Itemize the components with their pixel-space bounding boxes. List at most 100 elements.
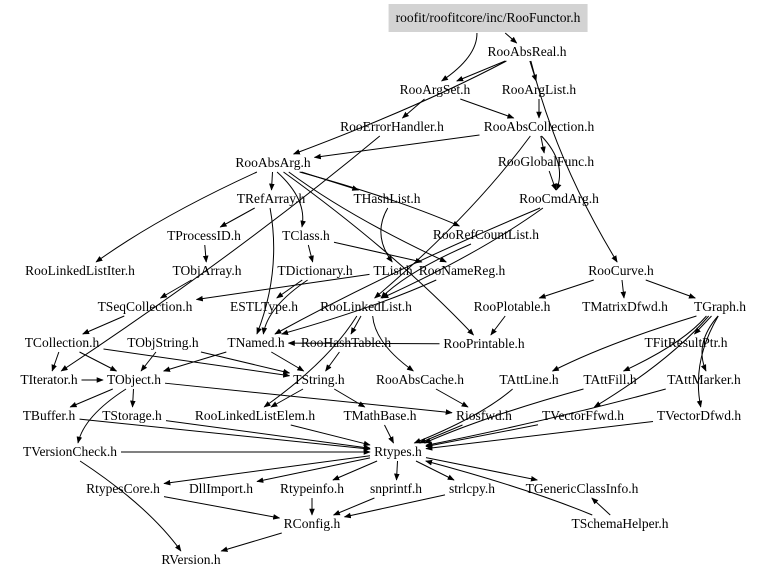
node-rtypeinfo[interactable]: Rtypeinfo.h	[279, 481, 345, 496]
node-tgraph[interactable]: TGraph.h	[693, 299, 747, 314]
edge-roocmdarg-to-roolinkedlist	[381, 207, 544, 299]
node-roolinkedlistelem[interactable]: RooLinkedListElem.h	[194, 408, 316, 423]
node-rversion[interactable]: RVersion.h	[161, 552, 221, 567]
edge-tattmarker-to-rtypes	[425, 388, 666, 447]
node-tseqcollection[interactable]: TSeqCollection.h	[97, 299, 193, 314]
node-tschemahelper[interactable]: TSchemaHelper.h	[571, 516, 669, 531]
edge-rtypes-to-rtypeinfo	[332, 460, 378, 481]
node-rooglobalfunc[interactable]: RooGlobalFunc.h	[497, 154, 595, 169]
node-rooabsreal[interactable]: RooAbsReal.h	[487, 44, 567, 59]
node-roolinkedlistiter[interactable]: RooLinkedListIter.h	[25, 263, 135, 278]
node-roohashtable[interactable]: RooHashTable.h	[300, 335, 392, 350]
node-estltype[interactable]: ESTLType.h	[230, 299, 298, 314]
edge-rooabsreal-to-rooargset	[456, 60, 506, 82]
node-tobjarray[interactable]: TObjArray.h	[172, 263, 242, 278]
node-root[interactable]: roofit/roofitcore/inc/RooFunctor.h	[388, 4, 588, 32]
node-tnamed[interactable]: TNamed.h	[227, 335, 285, 350]
node-rooarglist[interactable]: RooArgList.h	[501, 82, 577, 97]
edge-tbuffer-to-rtypes	[79, 418, 371, 452]
edge-tgraph-to-tfitresultptr	[694, 315, 712, 335]
edge-rconfig-to-rversion	[220, 532, 282, 552]
node-tclass[interactable]: TClass.h	[282, 228, 330, 243]
node-tvectorffwd[interactable]: TVectorFfwd.h	[541, 408, 625, 423]
edge-roolinkedlist-to-roolinkedlistelem	[263, 315, 358, 408]
node-tstorage[interactable]: TStorage.h	[102, 408, 162, 423]
node-rooplotable[interactable]: RooPlotable.h	[473, 299, 551, 314]
node-tmathbase[interactable]: TMathBase.h	[343, 408, 417, 423]
edge-tmathbase-to-rtypes	[384, 424, 394, 444]
edge-rooabsarg-to-roonamereg	[288, 171, 447, 263]
edge-riosfwd-to-rtypes	[418, 424, 463, 444]
node-rconfig[interactable]: RConfig.h	[283, 516, 341, 531]
node-titerator[interactable]: TIterator.h	[20, 372, 78, 387]
edge-tobjstring-to-tobject	[140, 351, 157, 372]
edge-thashlist-to-tlist	[380, 207, 393, 263]
edge-tstring-to-roolinkedlistelem	[270, 388, 304, 408]
node-roonamereg[interactable]: RooNameReg.h	[418, 263, 506, 278]
edge-tobject-to-tbuffer	[69, 388, 113, 408]
edge-tstorage-to-rtypes	[165, 420, 371, 451]
edge-tobject-to-riosfwd	[164, 382, 453, 415]
node-rooerrorhandler[interactable]: RooErrorHandler.h	[340, 119, 444, 134]
node-snprintf[interactable]: snprintf.h	[369, 481, 423, 496]
node-tattfill[interactable]: TAttFill.h	[583, 372, 637, 387]
edge-roolinkedlist-to-roohashtable	[350, 315, 362, 335]
edge-tgraph-to-tattmarker	[700, 315, 719, 372]
edge-tclass-to-tdictionary	[307, 244, 314, 263]
node-dllimport[interactable]: DllImport.h	[188, 481, 254, 496]
node-roocurve[interactable]: RooCurve.h	[588, 263, 654, 278]
edge-rtypes-to-tgenericclassinfo	[425, 457, 538, 482]
node-tprocessid[interactable]: TProcessID.h	[167, 228, 241, 243]
edge-roocurve-to-tmatrixdfwd	[620, 279, 627, 299]
node-tvectordfwd[interactable]: TVectorDfwd.h	[656, 408, 742, 423]
node-tbuffer[interactable]: TBuffer.h	[22, 408, 76, 423]
node-tdictionary[interactable]: TDictionary.h	[277, 263, 353, 278]
edge-tstring-to-tmathbase	[333, 388, 366, 408]
edge-roohashtable-to-tstring	[325, 351, 340, 372]
node-rtypescore[interactable]: RtypesCore.h	[86, 481, 160, 496]
node-tcollection[interactable]: TCollection.h	[24, 335, 100, 350]
node-tattline[interactable]: TAttLine.h	[499, 372, 559, 387]
node-tgenericclassinfo[interactable]: TGenericClassInfo.h	[525, 481, 639, 496]
edge-tnamed-to-tstring	[271, 351, 305, 372]
node-tfitresultptr[interactable]: TFitResultPtr.h	[644, 335, 728, 350]
node-rtypes[interactable]: Rtypes.h	[374, 444, 422, 459]
node-tobjstring[interactable]: TObjString.h	[127, 335, 199, 350]
edge-tdictionary-to-estltype	[276, 279, 303, 299]
node-thashlist[interactable]: THashList.h	[353, 191, 421, 206]
node-rooargset[interactable]: RooArgSet.h	[399, 82, 471, 97]
edge-rooabscollection-to-roocmdarg	[541, 135, 562, 191]
node-trefarray[interactable]: TRefArray.h	[236, 191, 306, 206]
node-roorefcountlist[interactable]: RooRefCountList.h	[432, 227, 540, 242]
node-tlist[interactable]: TList.h	[373, 263, 413, 278]
node-tversioncheck[interactable]: TVersionCheck.h	[22, 444, 118, 459]
node-rooprintable[interactable]: RooPrintable.h	[443, 336, 525, 351]
node-tattmarker[interactable]: TAttMarker.h	[667, 372, 741, 387]
edge-rooabsarg-to-roorefcountlist	[299, 171, 461, 227]
edge-roorefcountlist-to-roolinkedlist	[380, 243, 472, 299]
edge-rtypes-to-snprintf	[394, 460, 400, 481]
node-strlcpy[interactable]: strlcpy.h	[449, 481, 495, 496]
node-rooabscollection[interactable]: RooAbsCollection.h	[483, 119, 595, 134]
node-roolinkedlist[interactable]: RooLinkedList.h	[320, 299, 412, 314]
node-tmatrixdfwd[interactable]: TMatrixDfwd.h	[582, 299, 668, 314]
edge-rooabsarg-to-rooprintable	[283, 171, 474, 336]
edge-tobject-to-tversioncheck	[76, 388, 127, 444]
edge-tvectordfwd-to-rtypes	[425, 421, 654, 451]
node-rooabscache[interactable]: RooAbsCache.h	[375, 372, 465, 387]
edge-tobjstring-to-tstring	[200, 351, 291, 375]
edge-roocurve-to-tgraph	[645, 279, 696, 299]
edge-rooabsreal-to-rooabsarg	[292, 60, 507, 155]
node-tstring[interactable]: TString.h	[293, 372, 345, 387]
edge-tvectorffwd-to-rtypes	[425, 424, 539, 449]
edge-trefarray-to-tprocessid	[219, 207, 255, 228]
node-riosfwd[interactable]: Riosfwd.h	[456, 408, 512, 423]
edge-tversioncheck-to-rversion	[79, 460, 182, 552]
edge-tgraph-to-tattline	[551, 315, 697, 372]
edge-tgraph-to-tattfill	[622, 315, 707, 372]
node-roocmdarg[interactable]: RooCmdArg.h	[519, 191, 599, 206]
node-rooabsarg[interactable]: RooAbsArg.h	[235, 155, 311, 170]
node-tobject[interactable]: TObject.h	[106, 372, 162, 387]
